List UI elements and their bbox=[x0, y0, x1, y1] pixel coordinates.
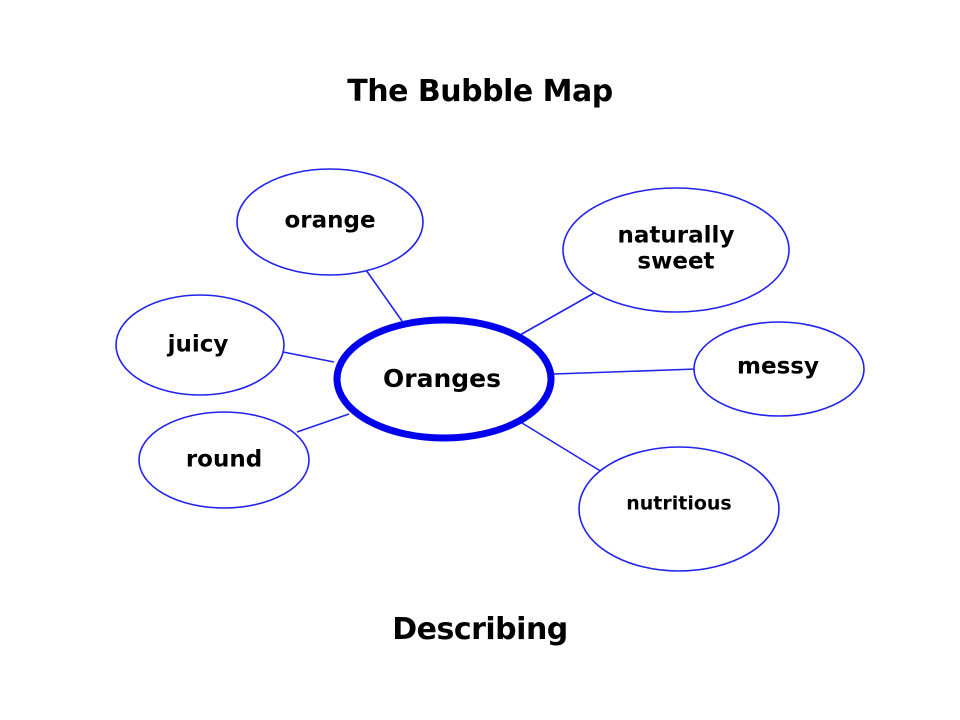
bubble-naturally-sweet: naturally sweet bbox=[562, 187, 790, 313]
connector-orange bbox=[365, 269, 403, 322]
bubble-label-sweet: sweet bbox=[637, 249, 714, 275]
bubble-label-juicy: juicy bbox=[167, 332, 229, 358]
bubble-label-nutritious: nutritious bbox=[626, 493, 732, 515]
bubble-juicy: juicy bbox=[115, 294, 285, 396]
slide-title: The Bubble Map bbox=[347, 74, 613, 109]
slide-caption: Describing bbox=[392, 612, 568, 647]
connectors bbox=[282, 269, 698, 476]
bubble-label-round: round bbox=[186, 447, 262, 473]
bubble-orange: orange bbox=[236, 168, 424, 276]
connector-nutritious bbox=[521, 422, 608, 476]
bubble-nutritious: nutritious bbox=[578, 446, 780, 572]
bubble-label-messy: messy bbox=[737, 354, 819, 380]
connector-naturally-sweet bbox=[519, 291, 597, 336]
connector-juicy bbox=[282, 351, 335, 363]
bubble-label-naturally: naturally bbox=[618, 223, 735, 249]
connector-round bbox=[296, 413, 350, 433]
bubble-round: round bbox=[138, 411, 310, 509]
bubble-label-orange: orange bbox=[284, 208, 375, 234]
center-bubble: Oranges bbox=[333, 316, 555, 442]
center-bubble-label: Oranges bbox=[383, 364, 501, 393]
connector-messy bbox=[553, 368, 698, 375]
bubble-messy: messy bbox=[693, 321, 865, 417]
